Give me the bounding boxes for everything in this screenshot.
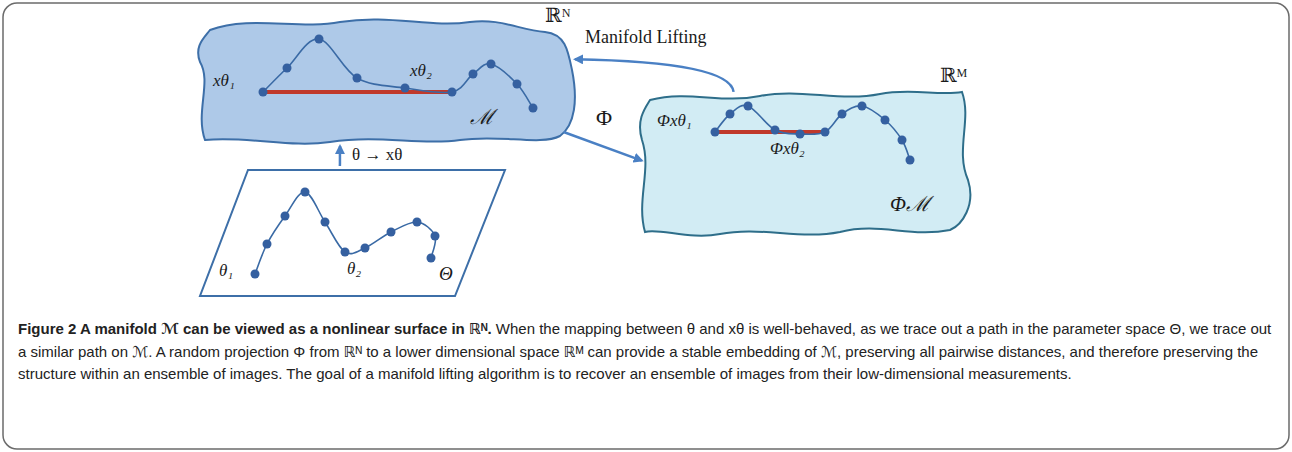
parameter-plane [200, 170, 505, 296]
sample-point [353, 74, 362, 83]
sample-point [469, 70, 478, 79]
manifold-label: Φℳ [890, 193, 930, 216]
parameter-space: θ₁ θ₂ Θ [195, 166, 510, 296]
sample-point [744, 102, 753, 111]
sample-point [401, 84, 410, 93]
arrow-label: Φ [596, 106, 612, 130]
sample-point [263, 240, 272, 249]
figure-frame [3, 3, 1289, 449]
projected-blob [640, 92, 970, 236]
sample-point [513, 80, 522, 89]
sample-point [301, 188, 310, 197]
sample-point [251, 270, 260, 279]
mapping-arrow [564, 132, 642, 161]
sample-point [858, 102, 867, 111]
point-label: xθ₁ [213, 72, 235, 91]
sample-point [283, 64, 292, 73]
sample-point [413, 218, 422, 227]
parameter-label: θ₁ [219, 262, 233, 281]
projected-space: ℝᴹΦxθ₁ Φxθ₂ Φℳ [635, 62, 975, 238]
parameter-label: θ₂ [347, 260, 361, 279]
sample-point [431, 232, 440, 241]
space-label: ℝᴺ [545, 4, 571, 26]
sample-point [281, 212, 290, 221]
sample-point [259, 88, 268, 97]
point-label: Φxθ₂ [770, 140, 805, 159]
point-label: xθ₂ [410, 62, 432, 81]
space-label: Θ [439, 264, 453, 285]
sample-point [361, 244, 370, 253]
sample-point [796, 130, 805, 139]
manifold-blob [198, 19, 575, 143]
sample-point [711, 128, 720, 137]
space-label: ℝᴹ [940, 64, 967, 86]
point-label: Φxθ₁ [657, 112, 692, 131]
caption-title: Figure 2 A manifold ℳ can be viewed as a… [18, 320, 492, 337]
sample-point [771, 126, 780, 135]
sample-point [726, 110, 735, 119]
sample-point [529, 104, 538, 113]
sample-point [387, 228, 396, 237]
manifold-label: ℳ [470, 106, 494, 129]
sample-point [487, 60, 496, 69]
projected-chord [715, 130, 825, 134]
mapping-arrow [575, 59, 734, 92]
sample-point [341, 248, 350, 257]
sample-point [906, 156, 915, 165]
sample-point [321, 218, 330, 227]
figure-caption: Figure 2 A manifold ℳ can be viewed as a… [18, 318, 1274, 386]
sample-path [255, 192, 436, 274]
sample-point [427, 254, 436, 263]
sample-point [315, 35, 324, 44]
sample-point [898, 136, 907, 145]
sample-point [838, 110, 847, 119]
arrow-label: Manifold Lifting [585, 28, 706, 48]
mapping-arrow [339, 146, 342, 166]
sample-path [715, 105, 910, 160]
manifold-region: ℝᴺ xθ₁ xθ₂ ℳ [195, 6, 575, 146]
sample-path [263, 39, 533, 108]
sample-point [821, 128, 830, 137]
arrow-label: θ → xθ [352, 146, 402, 165]
sample-paths [251, 35, 915, 279]
sample-point [448, 88, 457, 97]
sample-point [881, 116, 890, 125]
